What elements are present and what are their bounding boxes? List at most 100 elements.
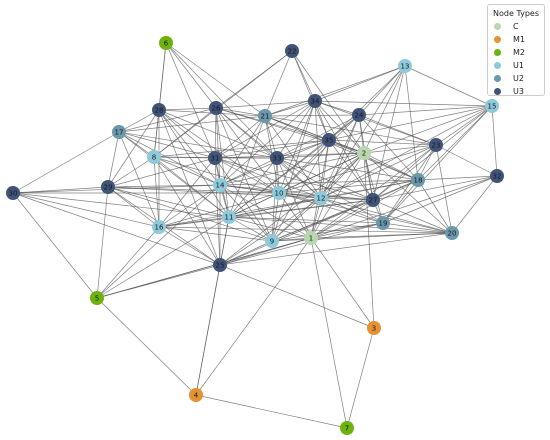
node-circle <box>376 216 390 230</box>
edge-19-25 <box>219 222 384 266</box>
node-label: 4 <box>194 392 199 400</box>
edge-14-16 <box>158 184 221 228</box>
edge-25-12 <box>219 197 322 266</box>
node-7: 7 <box>340 421 354 435</box>
legend-item: M2 <box>488 46 544 59</box>
edge-11-5 <box>96 216 230 299</box>
edge-10-19 <box>278 192 384 224</box>
edge-15-12 <box>320 105 493 199</box>
edge-24-10 <box>278 114 360 194</box>
edge-21-14 <box>219 115 266 186</box>
edge-15-19 <box>382 105 493 224</box>
edge-13-27 <box>372 65 406 201</box>
edge-4-11 <box>195 216 230 396</box>
edge-27-32 <box>372 175 498 201</box>
edge-26-14 <box>215 107 221 186</box>
node-34: 34 <box>308 94 322 108</box>
edge-6-31 <box>165 42 216 159</box>
node-label: 16 <box>155 224 164 232</box>
edge-30-5 <box>12 192 98 299</box>
node-12: 12 <box>314 191 328 205</box>
edge-24-33 <box>276 114 360 159</box>
edge-13-34 <box>314 65 406 102</box>
node-label: 2 <box>362 150 366 158</box>
node-label: 25 <box>216 262 225 270</box>
edge-22-21 <box>264 50 293 117</box>
edge-6-26 <box>165 42 217 109</box>
node-circle <box>490 169 504 183</box>
node-label: 34 <box>311 98 320 106</box>
node-circle <box>90 291 104 305</box>
edge-25-3 <box>219 264 375 329</box>
edge-28-17 <box>118 109 160 133</box>
edge-4-7 <box>195 394 348 429</box>
edge-23-20 <box>435 144 453 234</box>
legend-swatch <box>494 49 501 56</box>
edge-12-27 <box>320 197 374 201</box>
node-20: 20 <box>445 226 459 240</box>
node-3: 3 <box>367 321 381 335</box>
node-circle <box>308 94 322 108</box>
edge-11-20 <box>228 216 453 234</box>
node-label: 22 <box>288 48 297 56</box>
edges-layer <box>12 42 498 429</box>
edge-15-2 <box>363 105 493 154</box>
edge-27-16 <box>158 199 374 228</box>
edge-23-12 <box>320 144 437 199</box>
node-circle <box>222 210 236 224</box>
node-31: 31 <box>208 151 222 165</box>
edge-34-33 <box>276 100 316 159</box>
edge-17-11 <box>118 131 230 218</box>
edge-35-11 <box>228 139 330 218</box>
edge-18-19 <box>382 179 419 224</box>
edge-31-12 <box>214 157 322 199</box>
edge-19-1 <box>310 222 384 239</box>
node-label: 11 <box>225 214 234 222</box>
node-circle <box>485 99 499 113</box>
edge-34-12 <box>314 100 322 199</box>
edge-1-7 <box>310 237 348 429</box>
legend-title: Node Types <box>493 9 539 18</box>
edge-5-14 <box>96 184 221 299</box>
edge-35-23 <box>328 139 437 146</box>
node-10: 10 <box>272 186 286 200</box>
node-26: 26 <box>209 101 223 115</box>
edge-17-30 <box>12 131 120 194</box>
node-label: 12 <box>317 195 326 203</box>
node-circle <box>398 59 412 73</box>
edge-21-33 <box>264 115 278 159</box>
node-circle <box>352 108 366 122</box>
edge-15-32 <box>491 105 498 177</box>
edge-15-35 <box>328 105 493 141</box>
node-label: 14 <box>216 182 225 190</box>
edge-35-12 <box>320 139 330 199</box>
edge-33-35 <box>276 139 330 159</box>
node-24: 24 <box>352 108 366 122</box>
edge-10-18 <box>278 179 419 194</box>
node-circle <box>112 125 126 139</box>
edge-17-16 <box>118 131 160 228</box>
edge-10-20 <box>278 192 453 234</box>
node-11: 11 <box>222 210 236 224</box>
legend-label: C <box>513 22 519 31</box>
edge-21-18 <box>264 115 419 181</box>
edge-34-27 <box>314 100 374 201</box>
edge-28-33 <box>158 109 278 159</box>
legend-label: U1 <box>513 61 524 70</box>
legend-label: M1 <box>513 35 525 44</box>
edge-30-25 <box>12 192 221 266</box>
node-circle <box>213 258 227 272</box>
edge-29-11 <box>107 186 230 218</box>
edge-14-27 <box>219 184 374 201</box>
node-8: 8 <box>147 150 161 164</box>
node-circle <box>429 138 443 152</box>
node-28: 28 <box>152 103 166 117</box>
edge-29-10 <box>107 186 280 194</box>
node-label: 33 <box>273 155 282 163</box>
edge-11-19 <box>228 216 384 224</box>
node-circle <box>189 388 203 402</box>
legend-item: M1 <box>488 33 544 46</box>
edge-23-27 <box>372 144 437 201</box>
edge-18-32 <box>417 175 498 181</box>
